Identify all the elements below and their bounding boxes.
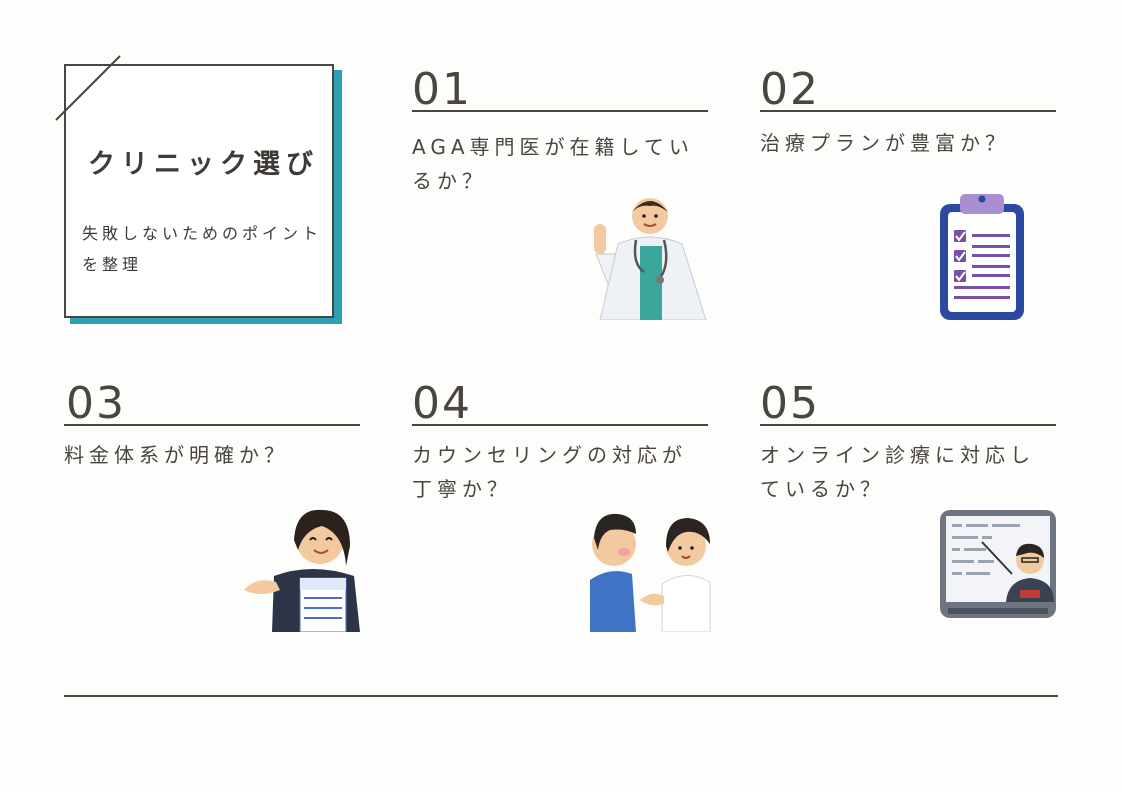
item-number-02: 02 [760, 64, 820, 115]
item-rule-04 [412, 424, 708, 426]
item-number-05: 05 [760, 378, 820, 429]
receptionist-with-form-icon [244, 509, 360, 632]
clipboard-checklist-icon [940, 194, 1024, 320]
page-title: クリニック選び [88, 149, 319, 180]
online-doctor-monitor-icon [940, 510, 1056, 618]
item-number-04: 04 [412, 378, 472, 429]
item-number-01: 01 [412, 64, 472, 115]
doctor-pointing-icon [594, 198, 707, 320]
page-subtitle: 失敗しないためのポイントを整理 [82, 224, 323, 274]
item-question-01: AGA専門医が在籍しているか？ [412, 135, 694, 193]
item-rule-01 [412, 110, 708, 112]
title-card [64, 64, 334, 318]
bottom-divider [64, 695, 1058, 697]
counseling-people-icon [590, 513, 711, 632]
item-question-02: 治療プランが豊富か？ [760, 131, 1010, 155]
item-rule-03 [64, 424, 360, 426]
item-question-05: オンライン診療に対応しているか？ [760, 443, 1035, 501]
title-card-diagonal-line [55, 55, 121, 121]
item-number-03: 03 [66, 378, 126, 429]
item-rule-02 [760, 110, 1056, 112]
item-question-03: 料金体系が明確か？ [64, 443, 289, 467]
item-rule-05 [760, 424, 1056, 426]
item-question-04: カウンセリングの対応が丁寧か？ [412, 443, 687, 501]
